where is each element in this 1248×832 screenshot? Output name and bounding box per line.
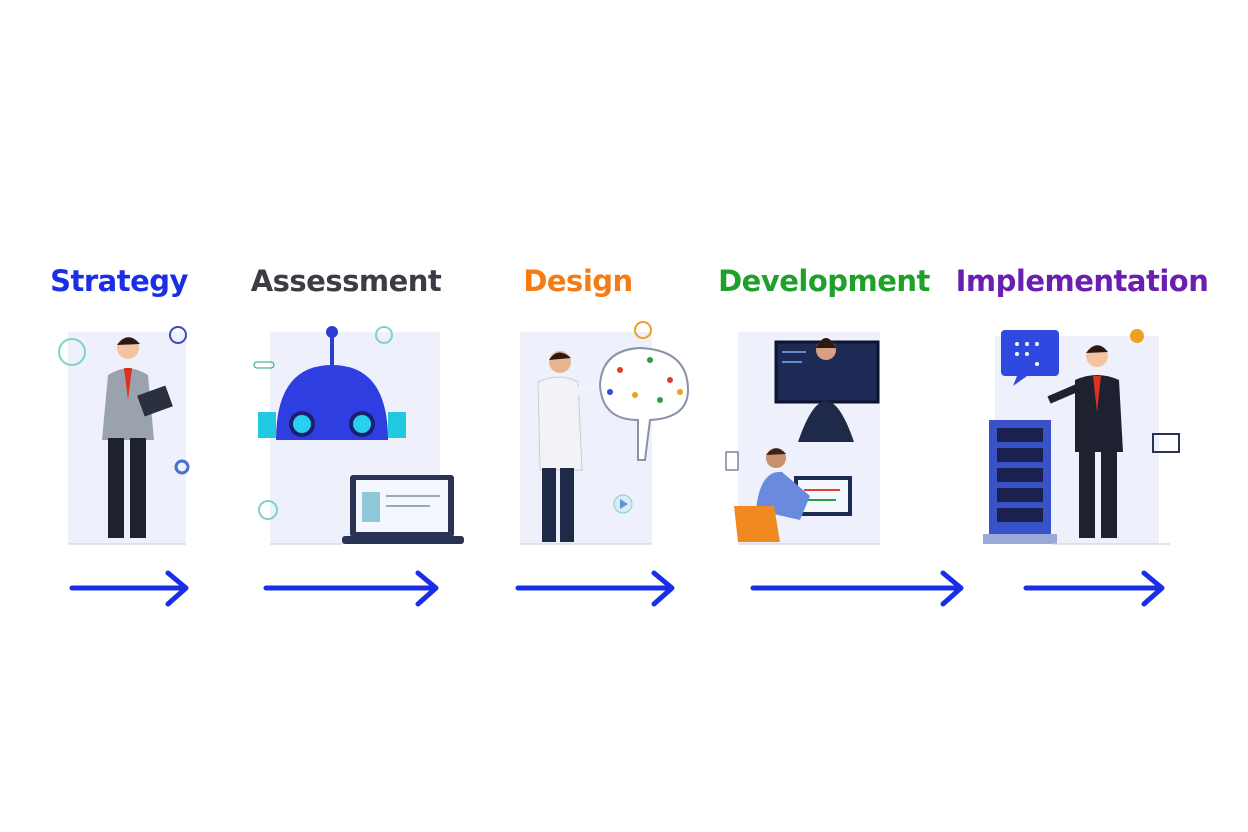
- robot-laptop-icon: [253, 326, 464, 545]
- developers-screens-icon: [725, 332, 880, 545]
- flow-arrow-2: [263, 570, 439, 607]
- stage-title-development: Development: [718, 264, 930, 298]
- flow-arrow-5: [1023, 570, 1165, 607]
- stage-title-assessment: Assessment: [250, 264, 442, 298]
- stage-title-design: Design: [523, 264, 633, 298]
- person-brain-icon: [520, 321, 690, 545]
- businessman-clipboard-icon: [58, 326, 190, 545]
- stage-title-strategy: Strategy: [50, 264, 188, 298]
- flow-arrow-4: [750, 570, 964, 607]
- flow-arrow-3: [515, 570, 675, 607]
- stage-title-implementation: Implementation: [955, 264, 1209, 298]
- flow-arrow-1: [69, 570, 189, 607]
- presenter-server-icon: [983, 329, 1180, 545]
